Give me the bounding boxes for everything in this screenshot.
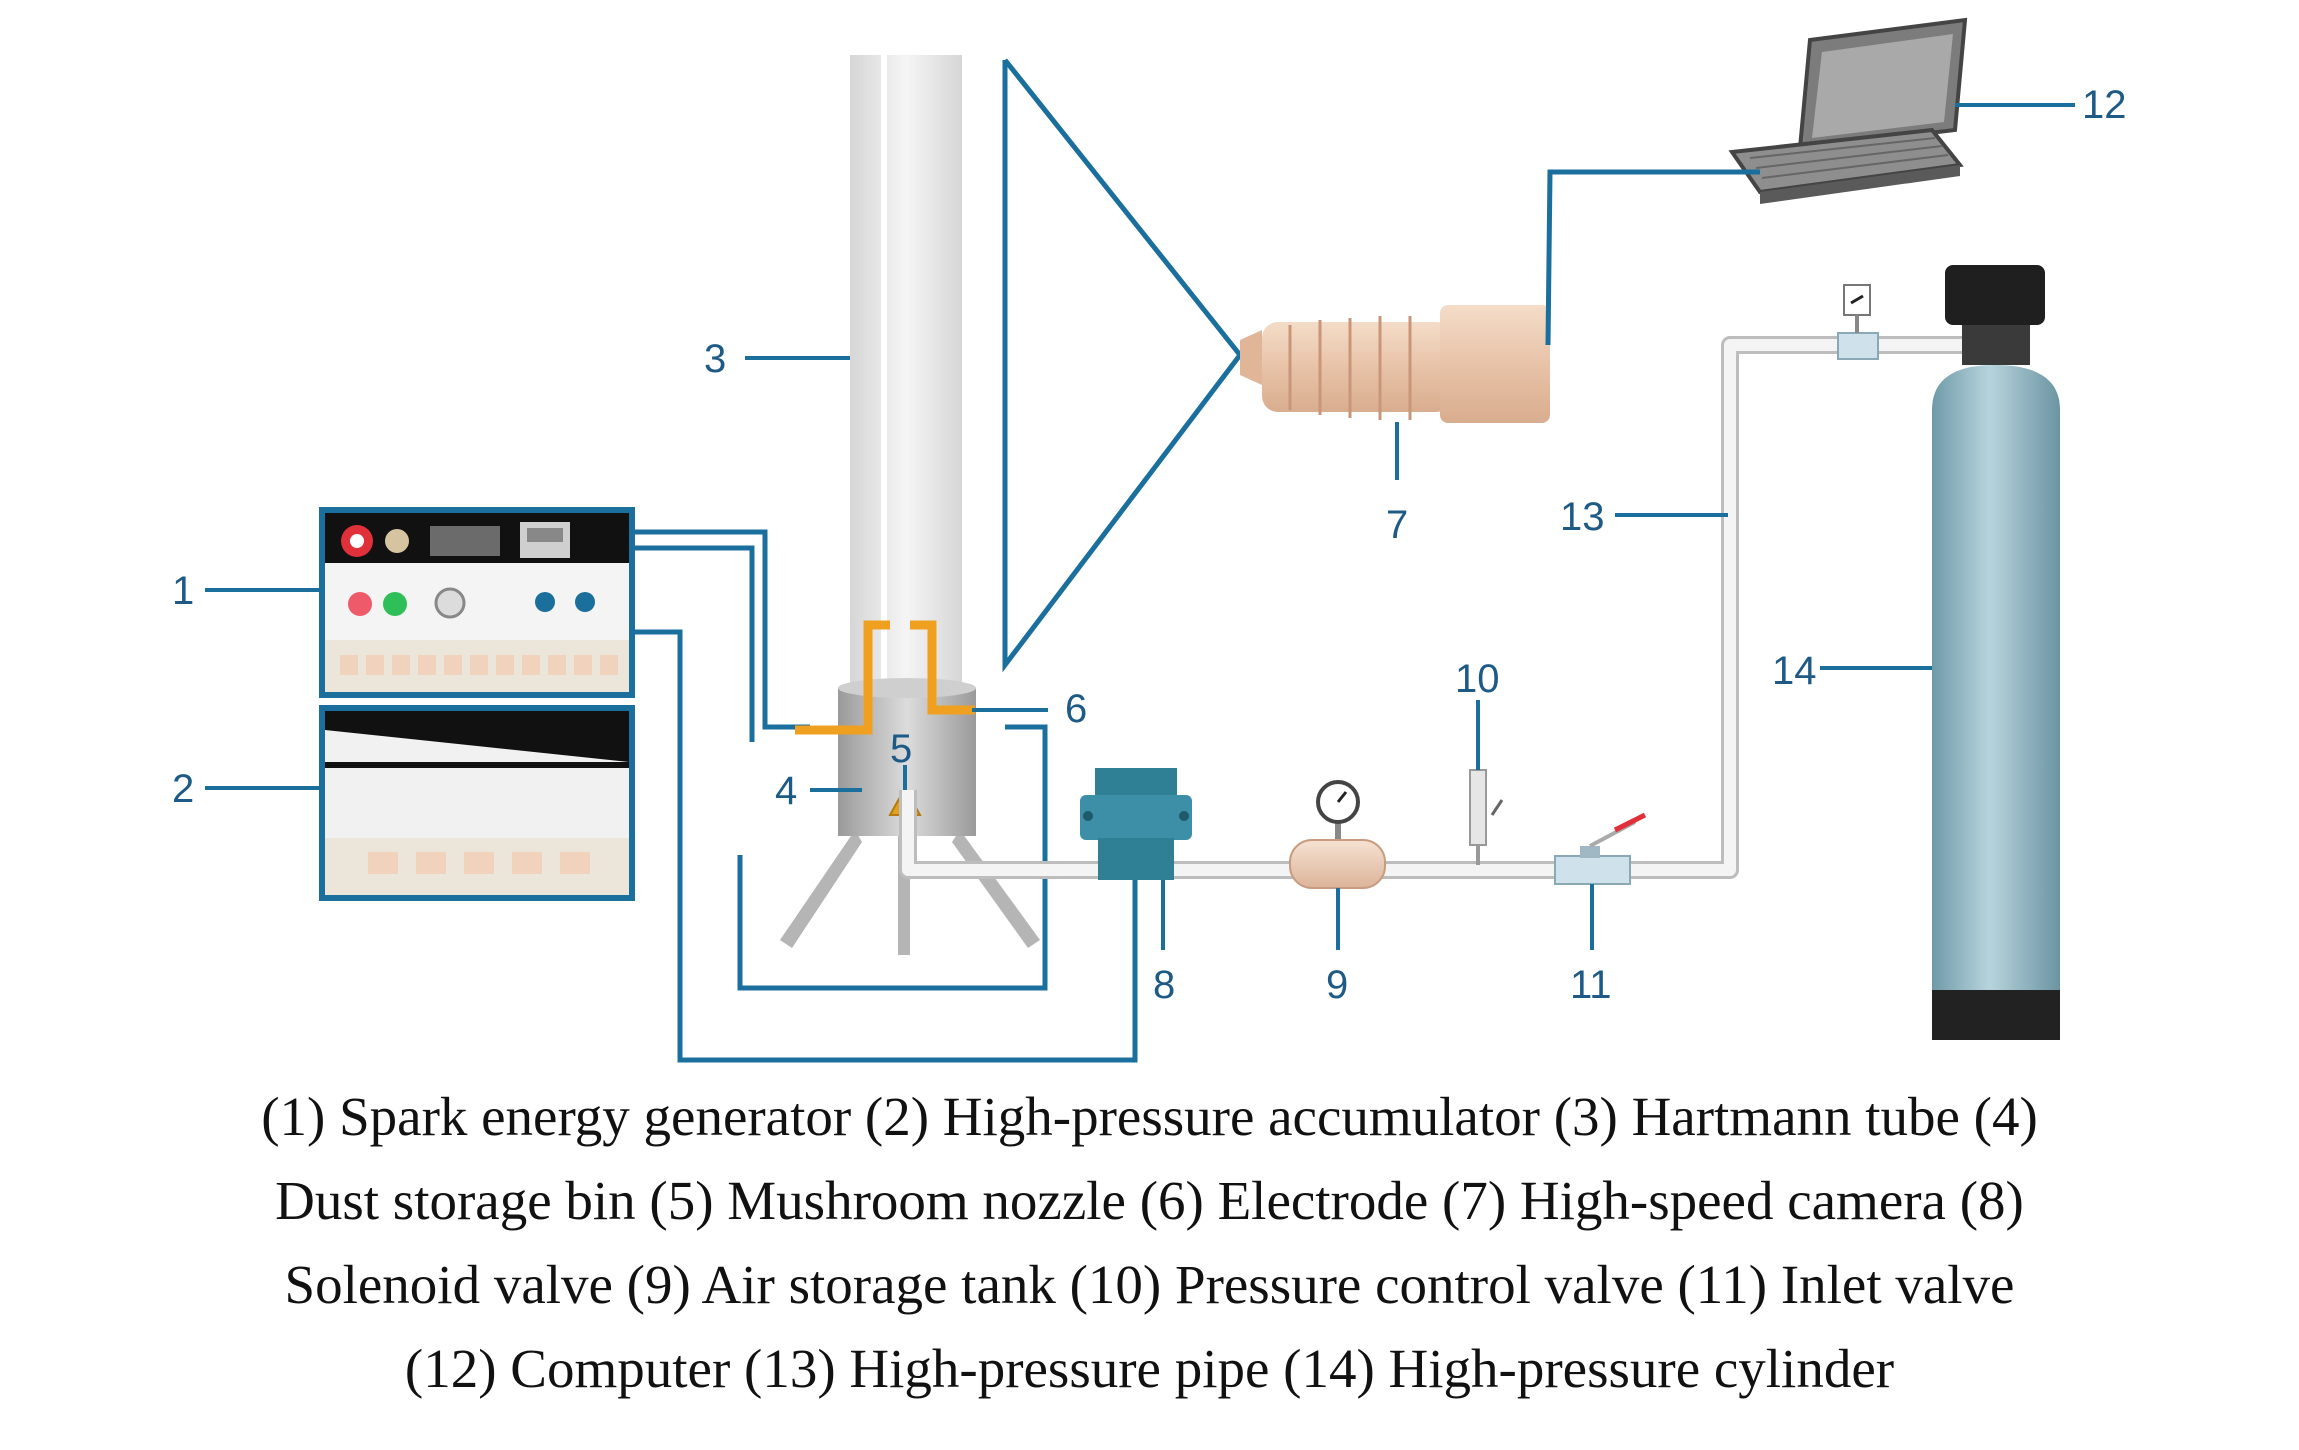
label-8: 8 bbox=[1153, 963, 1175, 1007]
label-13: 13 bbox=[1560, 495, 1605, 539]
camera-view-triangle bbox=[1002, 58, 1244, 673]
component-labels: 1 2 3 4 5 6 7 8 9 10 11 12 13 14 bbox=[172, 83, 2127, 1007]
label-2: 2 bbox=[172, 767, 194, 811]
air-storage-tank bbox=[1289, 780, 1386, 889]
label-14: 14 bbox=[1772, 649, 1817, 693]
high-pressure-accumulator bbox=[319, 705, 635, 901]
label-7: 7 bbox=[1386, 503, 1408, 547]
high-pressure-cylinder bbox=[1932, 265, 2060, 1040]
caption-line-4: (12) Computer (13) High-pressure pipe (1… bbox=[404, 1338, 1895, 1399]
label-9: 9 bbox=[1326, 963, 1348, 1007]
high-speed-camera bbox=[1240, 305, 1550, 423]
electrode bbox=[795, 620, 975, 735]
label-1: 1 bbox=[172, 569, 194, 613]
label-6: 6 bbox=[1065, 687, 1087, 731]
cylinder-outlet-valve bbox=[1837, 284, 1879, 360]
spark-energy-generator bbox=[319, 507, 635, 698]
high-pressure-pipe bbox=[899, 336, 1965, 879]
label-4: 4 bbox=[775, 769, 797, 813]
label-10: 10 bbox=[1455, 657, 1500, 701]
pressure-control-valve bbox=[1469, 769, 1504, 865]
laptop-computer bbox=[1728, 17, 1968, 204]
inlet-valve bbox=[1554, 812, 1647, 885]
label-11: 11 bbox=[1570, 963, 1612, 1007]
camera-computer-cable bbox=[1545, 169, 1760, 346]
experimental-setup-diagram: 1 2 3 4 5 6 7 8 9 10 11 12 13 14 bbox=[172, 17, 2127, 1063]
caption-line-1: (1) Spark energy generator (2) High-pres… bbox=[261, 1086, 2038, 1147]
label-12: 12 bbox=[2082, 83, 2127, 127]
solenoid-valve bbox=[1080, 768, 1192, 880]
leader-lines bbox=[205, 103, 2075, 950]
figure-caption: (1) Spark energy generator (2) High-pres… bbox=[0, 1075, 2299, 1411]
caption-line-2: Dust storage bin (5) Mushroom nozzle (6)… bbox=[275, 1170, 2024, 1231]
caption-line-3: Solenoid valve (9) Air storage tank (10)… bbox=[284, 1254, 2015, 1315]
label-5: 5 bbox=[890, 727, 912, 771]
hartmann-tube bbox=[850, 55, 962, 695]
label-3: 3 bbox=[704, 337, 726, 381]
